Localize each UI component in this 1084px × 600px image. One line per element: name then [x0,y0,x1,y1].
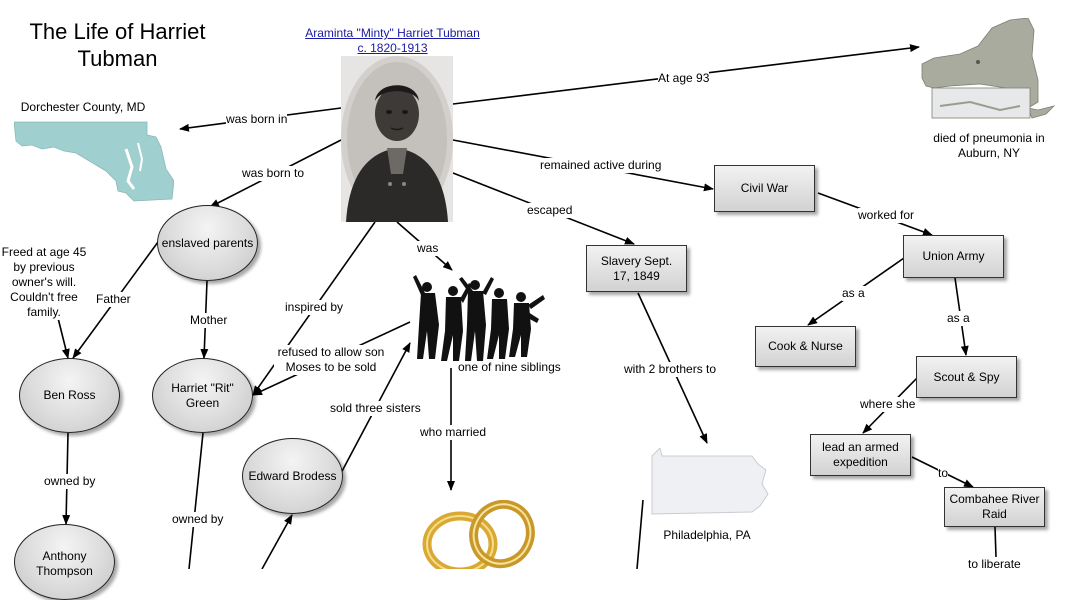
node-enslaved-parents[interactable]: enslaved parents [157,205,258,281]
died-caption: died of pneumonia in Auburn, NY [933,131,1045,160]
link-refused: refused to allow son Moses to be sold [274,345,388,375]
link-with-2-brothers: with 2 brothers to [624,362,717,377]
freed-caption: Freed at age 45 by previous owner's will… [0,245,88,320]
node-combahee-river-raid[interactable]: Combahee River Raid [944,487,1045,527]
link-owned-by-rit: owned by [172,512,224,527]
link-to-liberate: to liberate [968,557,1021,572]
link-mother: Mother [190,313,228,328]
node-scout-spy[interactable]: Scout & Spy [916,356,1017,398]
diagram-title: The Life of Harriet Tubman [29,19,206,71]
node-ben-ross[interactable]: Ben Ross [19,358,120,433]
link-remained-active: remained active during [540,158,662,173]
dorchester-caption: Dorchester County, MD [20,100,146,114]
node-cook-nurse[interactable]: Cook & Nurse [755,326,856,367]
node-anthony-thompson[interactable]: Anthony Thompson [14,524,115,600]
link-inspired-by: inspired by [285,300,344,315]
link-as-a-scout: as a [947,311,970,326]
portrait-header-link[interactable]: Araminta "Minty" Harriet Tubman c. 1820-… [295,26,490,56]
link-escaped: escaped [527,203,573,218]
node-civil-war[interactable]: Civil War [714,165,815,212]
node-harriet-rit-green[interactable]: Harriet "Rit" Green [152,358,253,433]
maryland-map [13,119,175,205]
node-union-army[interactable]: Union Army [903,235,1004,278]
link-to: to [938,466,949,481]
harriet-tubman-portrait [341,56,453,222]
link-where-she: where she [860,397,916,412]
wedding-rings-image [416,499,546,577]
pennsylvania-map [648,447,770,520]
siblings-caption: one of nine siblings [458,360,561,374]
node-armed-expedition[interactable]: lead an armed expedition [810,434,911,476]
link-was: was [417,241,439,256]
node-slavery-escape[interactable]: Slavery Sept. 17, 1849 [586,245,687,292]
link-as-a-cook: as a [842,286,865,301]
link-owned-by-ben: owned by [44,474,96,489]
link-who-married: who married [420,425,487,440]
new-york-map [920,17,1056,124]
node-edward-brodess[interactable]: Edward Brodess [242,438,343,514]
subject-dates[interactable]: c. 1820-1913 [357,41,428,55]
link-at-age-93: At age 93 [658,71,710,86]
philadelphia-caption: Philadelphia, PA [663,528,751,542]
link-worked-for: worked for [858,208,915,223]
dancing-siblings-silhouette [413,275,548,363]
link-was-born-in: was born in [226,112,288,127]
link-father: Father [96,292,131,307]
link-was-born-to: was born to [242,166,305,181]
subject-name[interactable]: Araminta "Minty" Harriet Tubman [305,26,480,40]
link-sold-three-sisters: sold three sisters [330,401,421,416]
